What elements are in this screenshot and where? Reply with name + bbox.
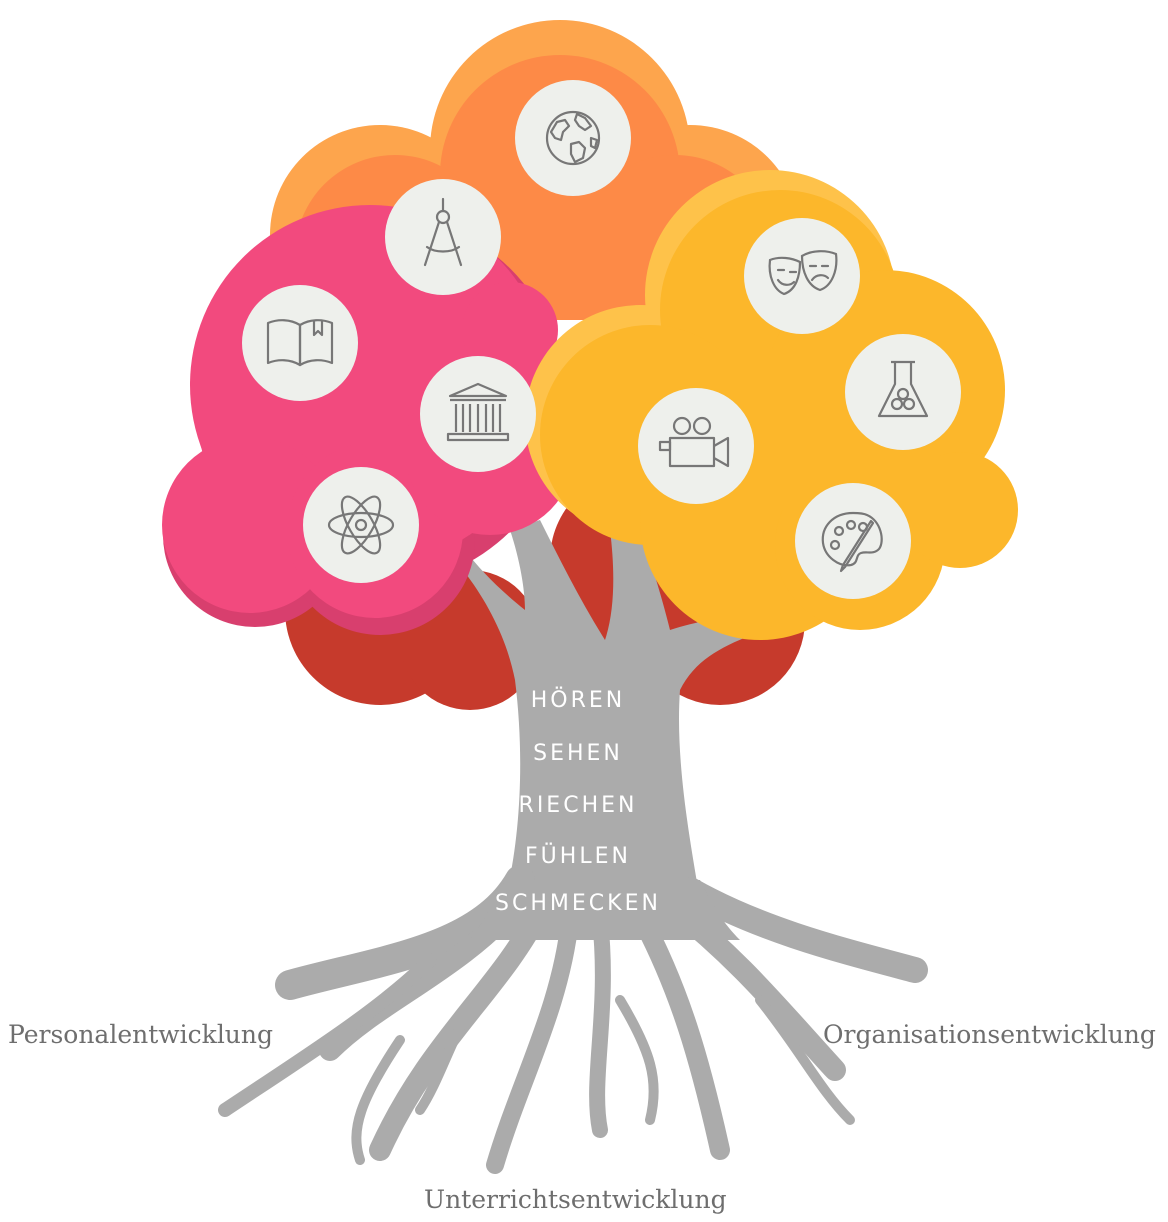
trunk-word-hoeren: HÖREN [530, 688, 626, 713]
trunk-word-riechen: RIECHEN [518, 793, 638, 818]
trunk-word-fuehlen: FÜHLEN [525, 844, 631, 869]
atom-icon [301, 465, 421, 585]
trunk-word-sehen: SEHEN [533, 741, 623, 766]
museum-icon [418, 354, 538, 474]
trunk-word-schmecken: SCHMECKEN [495, 891, 661, 916]
book-icon [240, 283, 360, 403]
theater-masks-icon [742, 216, 862, 336]
label-organisationsentwicklung: Organisationsentwicklung [823, 1020, 1156, 1049]
label-personalentwicklung: Personalentwicklung [8, 1020, 274, 1049]
paint-palette-icon [793, 481, 913, 601]
video-camera-icon [636, 386, 756, 506]
globe-icon [513, 78, 633, 198]
trunk [455, 520, 790, 900]
lab-flask-icon [843, 332, 963, 452]
label-unterrichtsentwicklung: Unterrichtsentwicklung [424, 1185, 727, 1214]
compass-icon [383, 177, 503, 297]
